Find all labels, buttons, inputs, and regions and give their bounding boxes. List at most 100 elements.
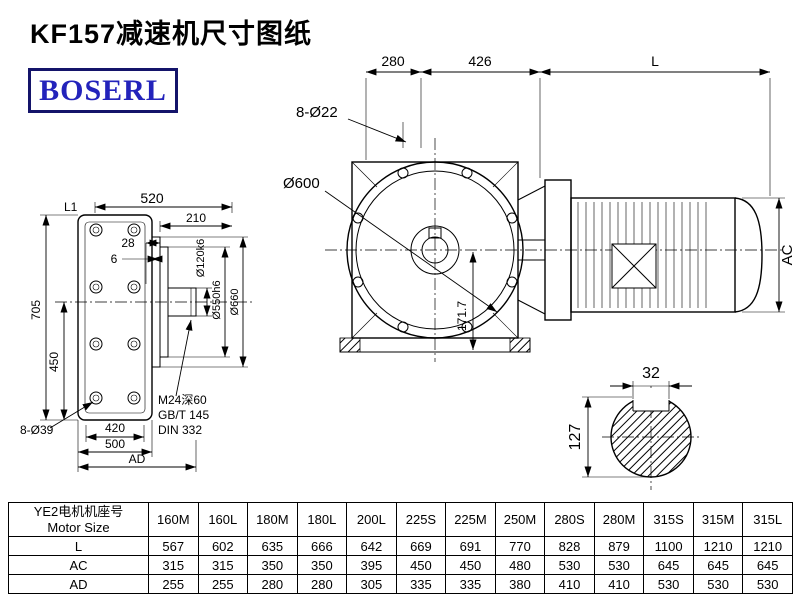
motor-size-col: 315S	[643, 502, 694, 537]
technical-drawing: L1 520 210 28 6 705 450 8-Ø39 420 500 AD…	[20, 53, 796, 490]
dim-value: 280	[247, 574, 298, 594]
dim-value: 1210	[742, 536, 793, 556]
dim-value: 1210	[692, 536, 744, 556]
dim-value: 450	[445, 555, 496, 575]
dim-value: 315	[197, 555, 249, 575]
front-view-dimensions: 280 426 L 8-Ø22 Ø600 AC 171.7	[283, 53, 796, 350]
dim-AC: AC	[779, 244, 796, 265]
dim-value: 645	[692, 555, 744, 575]
dim-spigot-dia: Ø550h6	[211, 280, 223, 319]
dim-AD: AD	[129, 452, 146, 466]
dim-value: 410	[544, 574, 595, 594]
dim-value: 380	[494, 574, 546, 594]
dim-value: 635	[247, 536, 298, 556]
dim-520: 520	[140, 190, 164, 206]
row-label: AD	[8, 574, 149, 594]
dim-value: 255	[197, 574, 249, 594]
front-view-bolt-holes	[352, 167, 518, 333]
motor-size-col: 315L	[742, 502, 793, 537]
dim-shaft-dia-127: 127	[567, 424, 584, 451]
dim-210: 210	[186, 211, 206, 225]
dim-705: 705	[29, 300, 43, 320]
dim-value: 879	[593, 536, 645, 556]
dim-value: 530	[692, 574, 744, 594]
dim-value: 530	[643, 574, 694, 594]
dim-450: 450	[47, 352, 61, 372]
dim-value: 280	[296, 574, 348, 594]
dim-value: 335	[445, 574, 496, 594]
motor-size-col: 250M	[494, 502, 546, 537]
motor-size-col: 180L	[296, 502, 348, 537]
motor	[517, 179, 763, 321]
motor-size-header-cn: YE2电机机座号	[33, 503, 124, 519]
dim-value: 770	[494, 536, 546, 556]
dim-426: 426	[468, 53, 492, 69]
motor-size-header-en: Motor Size	[47, 519, 110, 535]
motor-size-header: YE2电机机座号 Motor Size	[8, 502, 149, 537]
brand-logo: BOSERL	[28, 68, 178, 113]
dim-value: 305	[346, 574, 397, 594]
shaft-section-view: 32 127	[567, 365, 700, 490]
dim-value: 410	[593, 574, 645, 594]
row-label: L	[8, 536, 149, 556]
dim-value: 255	[148, 574, 199, 594]
motor-size-col: 315M	[692, 502, 744, 537]
dim-value: 645	[643, 555, 694, 575]
motor-size-col: 200L	[346, 502, 397, 537]
dim-value: 450	[395, 555, 447, 575]
motor-size-col: 280M	[593, 502, 645, 537]
dim-value: 669	[395, 536, 447, 556]
dim-value: 530	[593, 555, 645, 575]
dim-L: L	[651, 53, 659, 69]
dim-value: 530	[742, 574, 793, 594]
dim-value: 645	[742, 555, 793, 575]
dim-8-d39: 8-Ø39	[20, 423, 54, 437]
dim-value: 567	[148, 536, 199, 556]
dim-value: 395	[346, 555, 397, 575]
dim-value: 666	[296, 536, 348, 556]
motor-size-col: 160L	[197, 502, 249, 537]
motor-size-col: 225M	[445, 502, 496, 537]
dim-key-width-32: 32	[642, 365, 660, 382]
dim-6: 6	[111, 252, 118, 266]
dim-value: 691	[445, 536, 496, 556]
dim-value: 335	[395, 574, 447, 594]
page-title: KF157减速机尺寸图纸	[30, 19, 313, 49]
dim-8-d22: 8-Ø22	[296, 104, 338, 121]
dim-value: 315	[148, 555, 199, 575]
motor-size-col: 180M	[247, 502, 298, 537]
note-tap-m24: M24深60	[158, 393, 207, 407]
motor-size-col: 225S	[395, 502, 447, 537]
dim-value: 350	[247, 555, 298, 575]
dim-value: 350	[296, 555, 348, 575]
front-view	[325, 138, 782, 362]
motor-size-col: 160M	[148, 502, 199, 537]
dim-L1: L1	[64, 200, 78, 214]
dim-value: 1100	[643, 536, 694, 556]
dim-420: 420	[105, 421, 125, 435]
side-view-dimensions: L1 520 210 28 6 705 450 8-Ø39 420 500 AD…	[20, 190, 248, 472]
dim-28: 28	[121, 236, 135, 250]
note-tap-gbt: GB/T 145	[158, 408, 209, 422]
dim-171: 171.7	[455, 301, 469, 331]
dim-shaft-dia: Ø120k6	[195, 239, 207, 278]
dim-value: 530	[544, 555, 595, 575]
dim-d600: Ø600	[283, 175, 320, 192]
note-tap-din: DIN 332	[158, 423, 202, 437]
dim-value: 480	[494, 555, 546, 575]
dim-value: 642	[346, 536, 397, 556]
side-view	[55, 214, 255, 421]
row-label: AC	[8, 555, 149, 575]
dim-value: 828	[544, 536, 595, 556]
side-view-bolt-holes	[89, 223, 141, 405]
dim-280: 280	[381, 53, 405, 69]
dim-value: 602	[197, 536, 249, 556]
brand-logo-text: BOSERL	[39, 73, 167, 107]
dim-500: 500	[105, 437, 125, 451]
